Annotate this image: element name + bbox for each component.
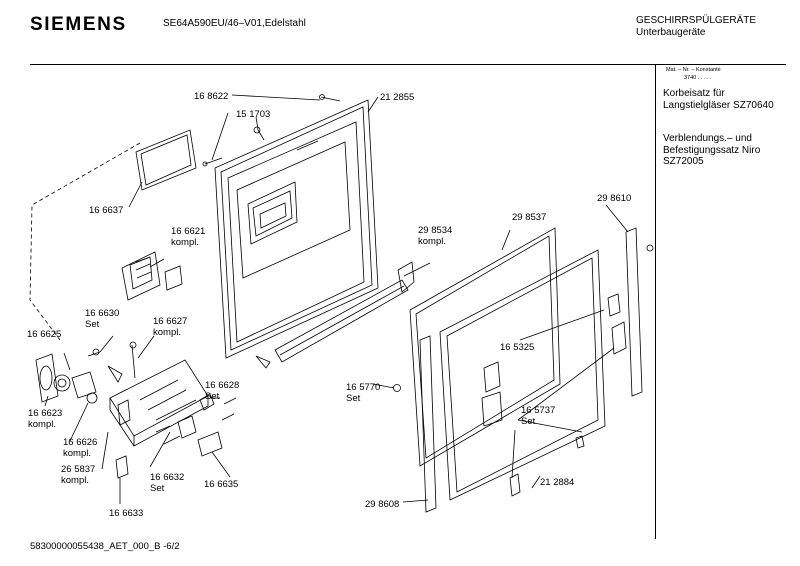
- accessory-note-panel: Verblendungs.– und Befestigungssatz Niro…: [663, 133, 761, 167]
- side-rail-icon: [625, 227, 643, 397]
- leader-lines: [44, 94, 629, 504]
- part-label-212884: 21 2884: [540, 477, 574, 488]
- mat-nr-label: Mat. – Nr. – Konstante: [666, 67, 721, 73]
- brand-logo: SIEMENS: [30, 14, 127, 35]
- part-label-line: 16 5737: [521, 405, 555, 416]
- part-label-line: Set: [346, 393, 361, 404]
- part-label-line: 16 6621: [171, 226, 205, 237]
- part-label-168622: 16 8622: [194, 91, 228, 102]
- part-label-line: 29 8534: [418, 225, 452, 236]
- part-label-165325: 16 5325: [500, 342, 534, 353]
- part-label-line: Set: [150, 483, 165, 494]
- part-label-line: kompl.: [61, 475, 89, 486]
- sidebar-divider: [655, 64, 656, 539]
- accessory-note-basket: Korbeisatz für Langstielgläser SZ70640: [663, 88, 774, 111]
- part-label-line: 15 1703: [236, 109, 270, 120]
- plug-icon: [197, 431, 223, 457]
- door-bottom-strip: [274, 279, 409, 363]
- part-label-line: 29 8610: [597, 193, 631, 204]
- part-label-line: 16 5770: [346, 382, 380, 393]
- category-subtitle: Unterbaugeräte: [636, 27, 706, 38]
- dispenser-cover-icon: [121, 251, 161, 301]
- part-label-line: kompl.: [28, 419, 56, 430]
- diagram-drawing: [29, 94, 654, 513]
- category-title: GESCHIRRSPÜLGERÄTE: [636, 15, 757, 26]
- switch-knob-icon: [35, 353, 59, 403]
- front-panel-icon: [409, 227, 561, 467]
- model-designation: SE64A590EU/46–V01,Edelstahl: [163, 18, 306, 29]
- part-label-298537: 29 8537: [512, 212, 546, 223]
- part-label-line: kompl.: [63, 448, 91, 459]
- part-label-166637: 16 6637: [89, 205, 123, 216]
- part-label-166635: 16 6635: [204, 479, 238, 490]
- part-label-298608: 29 8608: [365, 499, 399, 510]
- part-label-line: Set: [205, 391, 220, 402]
- part-label-line: kompl.: [153, 327, 181, 338]
- part-label-line: 26 5837: [61, 464, 95, 475]
- part-label-166625: 16 6625: [27, 329, 61, 340]
- part-label-line: 29 8608: [365, 499, 399, 510]
- part-label-298610: 29 8610: [597, 193, 631, 204]
- seal-frame-icon: [135, 129, 197, 191]
- part-label-line: 16 6637: [89, 205, 123, 216]
- part-label-line: 16 6630: [85, 308, 119, 319]
- part-label-line: 21 2855: [380, 92, 414, 103]
- part-label-line: 16 6626: [63, 437, 97, 448]
- part-label-line: 21 2884: [540, 477, 574, 488]
- part-label-line: 16 6628: [205, 380, 239, 391]
- mat-nr-value: 3740 . . . . .: [684, 75, 712, 81]
- part-label-line: kompl.: [418, 236, 446, 247]
- header-divider: [30, 64, 786, 65]
- control-module-icon: [109, 359, 209, 437]
- rear-panel-icon: [439, 249, 606, 501]
- part-label-166633: 16 6633: [109, 508, 143, 519]
- document-id: 58300000055438_AET_000_B -6/2: [30, 541, 180, 552]
- part-label-line: 29 8537: [512, 212, 546, 223]
- part-label-line: 16 6633: [109, 508, 143, 519]
- part-label-line: Set: [521, 416, 536, 427]
- part-label-line: 16 6625: [27, 329, 61, 340]
- part-label-151703: 15 1703: [236, 109, 270, 120]
- side-rail-left-icon: [419, 335, 437, 513]
- part-label-line: 16 6623: [28, 408, 62, 419]
- part-label-line: 16 6627: [153, 316, 187, 327]
- part-label-line: 16 6635: [204, 479, 238, 490]
- part-label-line: Set: [85, 319, 100, 330]
- part-label-line: 16 8622: [194, 91, 228, 102]
- part-label-line: 16 5325: [500, 342, 534, 353]
- part-label-line: kompl.: [171, 237, 199, 248]
- door-inner-panel: [214, 99, 379, 359]
- part-label-line: 16 6632: [150, 472, 184, 483]
- door-handle-recess: [247, 181, 298, 245]
- part-label-212855: 21 2855: [380, 92, 414, 103]
